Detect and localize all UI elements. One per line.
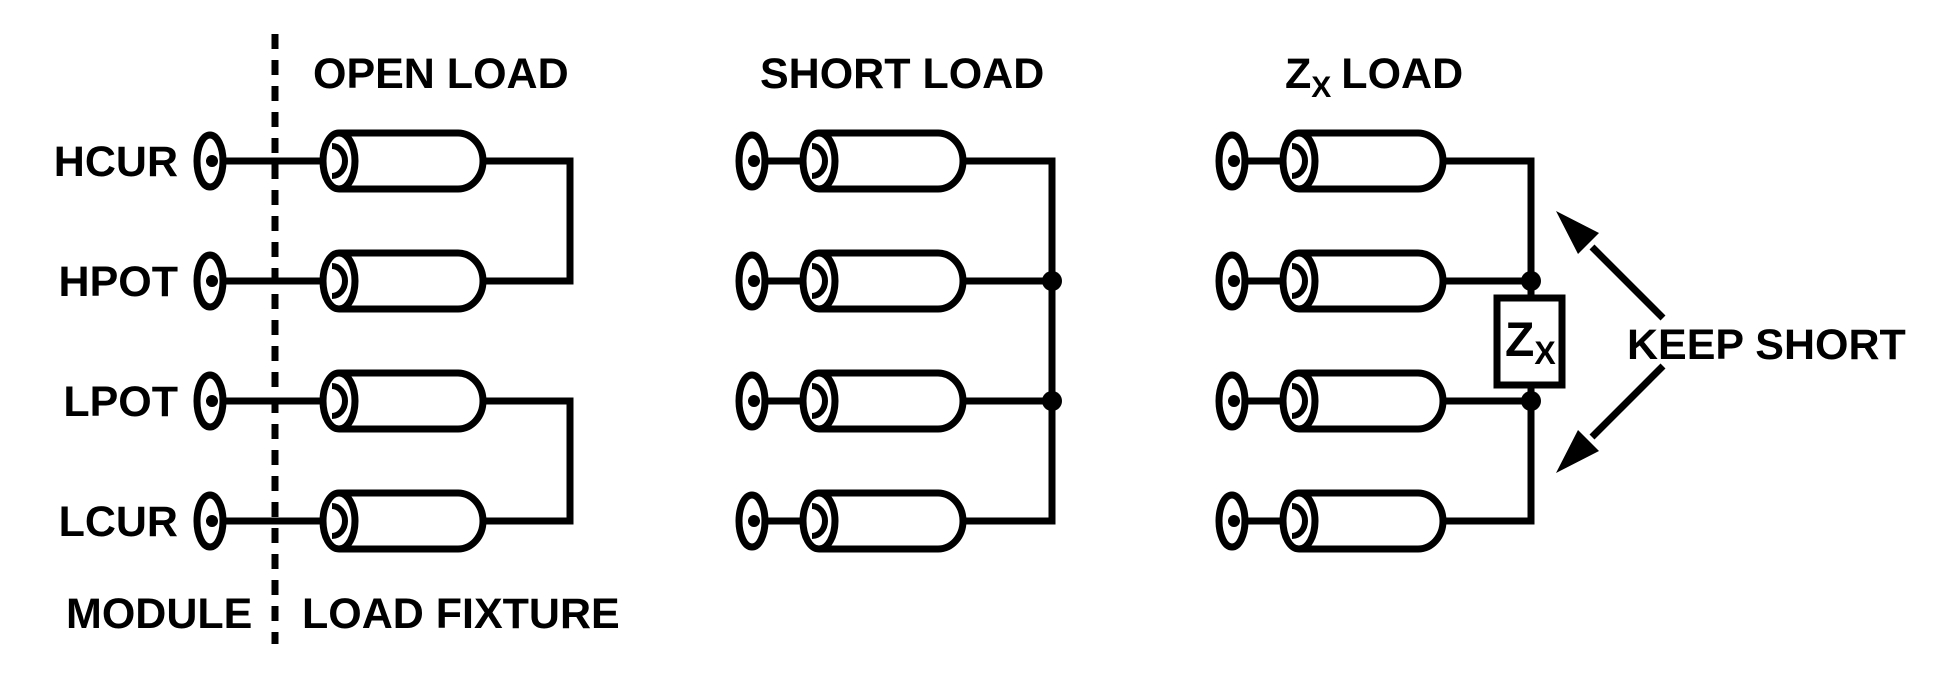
terminal-label-hcur: HCUR — [54, 138, 178, 186]
open-load-lpot-lcur-wire — [483, 397, 574, 525]
section-title-open-load: OPEN LOAD — [313, 50, 569, 98]
terminal-label-lpot: LPOT — [63, 378, 178, 426]
section-title-short-load: SHORT LOAD — [760, 50, 1044, 98]
coax-cable-icon — [803, 133, 963, 189]
coax-connector-icon — [197, 495, 223, 547]
coax-connector-icon — [1219, 495, 1245, 547]
zx-load-section: ZX — [1219, 133, 1566, 549]
junction-dot — [1042, 391, 1062, 411]
coax-connector-icon — [1219, 375, 1245, 427]
open-load-hcur-hpot-wire — [483, 157, 574, 285]
terminal-label-hpot: HPOT — [59, 258, 178, 306]
pointer-arrow-up-icon — [1556, 211, 1599, 254]
coax-connector-icon — [197, 135, 223, 187]
pointer-arrow-down-icon — [1556, 430, 1599, 473]
coax-connector-icon — [739, 255, 765, 307]
terminal-label-lcur: LCUR — [59, 498, 178, 546]
coax-cable-icon — [803, 493, 963, 549]
coax-cable-icon — [323, 133, 483, 189]
coax-cable-icon — [323, 373, 483, 429]
impedance-box — [1493, 294, 1566, 389]
coax-connector-icon — [739, 375, 765, 427]
keep-short-annotation: KEEP SHORT — [1556, 211, 1906, 473]
fixture-region-label: LOAD FIXTURE — [302, 590, 620, 638]
coax-cable-icon — [1283, 493, 1443, 549]
coax-cable-icon — [323, 493, 483, 549]
zx-load-upper-wire — [1443, 157, 1535, 298]
zx-load-lower-wire — [1443, 385, 1535, 525]
junction-dot — [1521, 271, 1541, 291]
coax-cable-icon — [1283, 373, 1443, 429]
module-region-label: MODULE — [66, 590, 252, 638]
short-load-section — [739, 133, 1062, 549]
coax-connector-icon — [1219, 255, 1245, 307]
coax-connector-icon — [739, 495, 765, 547]
open-load-section — [197, 133, 574, 549]
coax-connector-icon — [1219, 135, 1245, 187]
coax-cable-icon — [803, 373, 963, 429]
coax-connector-icon — [739, 135, 765, 187]
coax-cable-icon — [1283, 253, 1443, 309]
coax-connector-icon — [197, 255, 223, 307]
coax-cable-icon — [323, 253, 483, 309]
impedance-box-label: ZX — [1505, 314, 1556, 371]
junction-dot — [1042, 271, 1062, 291]
coax-cable-icon — [1283, 133, 1443, 189]
keep-short-label: KEEP SHORT — [1627, 321, 1906, 369]
coax-connector-icon — [197, 375, 223, 427]
short-load-bus-wire — [963, 157, 1056, 525]
coax-cable-icon — [803, 253, 963, 309]
junction-dot — [1521, 391, 1541, 411]
